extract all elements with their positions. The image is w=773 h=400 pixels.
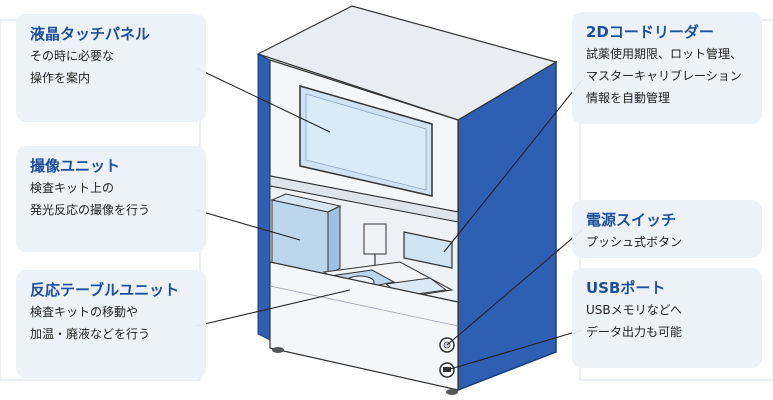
callout-desc-line: その時に必要な: [30, 49, 115, 63]
callout-desc-line: 検査キットの移動や: [30, 305, 139, 319]
callout-title: 反応テーブルユニット: [30, 281, 180, 299]
callout-desc-line: 検査キット上の: [30, 181, 115, 195]
callout-title: USBポート: [586, 279, 666, 297]
callout-desc-line: マスターキャリブレーション: [586, 69, 742, 83]
leader-lines: [195, 67, 583, 371]
machine-top: [256, 5, 558, 121]
lower-front-panel: [269, 261, 459, 391]
callout-title: 液晶タッチパネル: [30, 25, 151, 43]
callout-desc-line: プッシュ式ボタン: [586, 235, 683, 249]
callout-power-switch: 電源スイッチ プッシュ式ボタン: [572, 200, 762, 258]
callout-desc-line: 加温・廃液などを行う: [30, 327, 151, 341]
callout-imaging-unit: 撮像ユニット 検査キット上の 発光反応の撮像を行う: [16, 146, 206, 252]
callout-title: 電源スイッチ: [586, 211, 677, 229]
callout-reaction-table-unit: 反応テーブルユニット 検査キットの移動や 加温・廃液などを行う: [16, 270, 206, 378]
callout-title: 2Dコードリーダー: [586, 23, 714, 41]
callout-title: 撮像ユニット: [30, 157, 121, 175]
machine-left-side: [257, 53, 271, 341]
callout-2d-code-reader: 2Dコードリーダー 試薬使用期限、ロット管理、 マスターキャリブレーション 情報…: [572, 12, 762, 124]
callout-desc-line: 情報を自動管理: [586, 91, 671, 105]
callout-desc-line: データ出力も可能: [586, 325, 683, 339]
callout-usb-port: USBポート USBメモリなどへ データ出力も可能: [572, 268, 762, 368]
callout-touch-panel: 液晶タッチパネル その時に必要な 操作を案内: [16, 14, 206, 122]
callout-desc-line: 試薬使用期限、ロット管理、: [586, 47, 743, 61]
2d-code-reader-window: [403, 231, 453, 269]
callout-desc-line: 操作を案内: [30, 71, 91, 85]
callout-desc-line: 発光反応の撮像を行う: [30, 203, 151, 217]
callout-desc-line: USBメモリなどへ: [586, 303, 683, 317]
